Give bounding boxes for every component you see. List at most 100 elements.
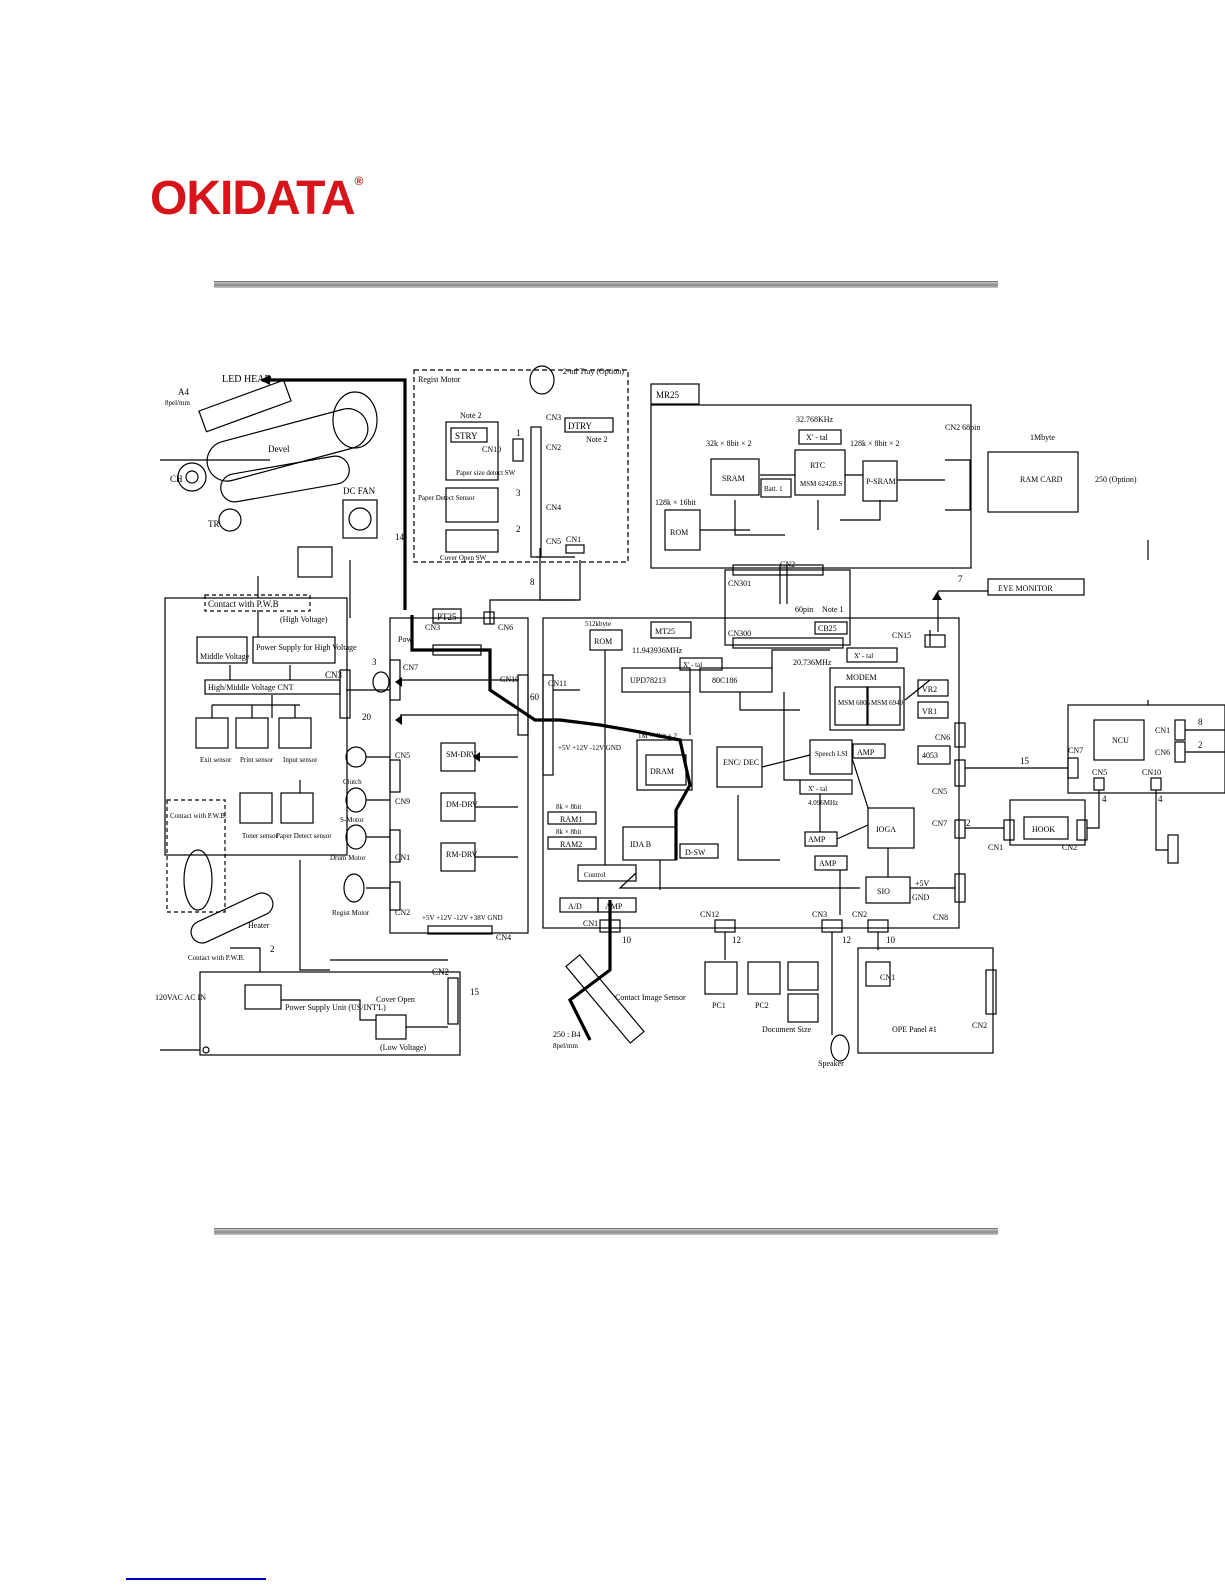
encdec-box [716,746,763,788]
note2b-label: Note 2 [586,435,608,444]
left-frame [164,597,348,856]
wire-2-mt25: 2 [966,818,971,828]
ram1-box [547,811,597,825]
xtal1-label: X' - tal [683,661,702,669]
cn2-68pin-label: CN2 68pin [945,423,980,432]
cn300-label: CN300 [728,629,751,638]
psu-label: Power Supply Unit (US/INT'L) [285,1003,386,1012]
devel-label: Devel [268,444,290,454]
registered-mark: ® [354,174,364,188]
input-sensor-label: Input sensor [283,756,318,764]
amp3-label: AMP [808,835,826,844]
xtal3-label: X' - tal [808,785,827,793]
p5v-label: +5V [915,879,930,888]
cover-open-label: Cover Open [376,995,415,1004]
msm6949-label: MSM 6949 [871,699,904,707]
sensor-box [297,546,333,578]
led-head-shape [198,379,292,433]
vr2-box [917,679,949,697]
ac-in-label: 120VAC AC IN [155,993,206,1002]
logo-text: OKIDATA [150,172,356,225]
dc-fan-label: DC FAN [343,486,376,496]
hv-power-box [252,636,336,664]
ad-label: A/D [568,902,582,911]
tray2-label: 2-nd Tray (Option) [563,367,624,376]
cn5-ncu-label: CN5 [1092,768,1107,777]
toner-sensor-label: Toner sensor [242,832,279,840]
ram2-label: RAM2 [560,840,582,849]
xtal2-label: X' - tal [854,652,873,660]
eye-monitor-label: EYE MONITOR [998,584,1053,593]
amp-speech-label: AMP [857,748,875,757]
dm-drv-label: DM-DRV [446,800,478,809]
ram-card-label: RAM CARD [1020,475,1063,484]
cn2-pt25-label: CN2 [395,908,410,917]
freq2-label: 20.736MHz [793,658,832,667]
print-sensor-label: Print sensor [240,756,274,764]
drum-unit [206,408,369,482]
gnd-label: GND [912,893,930,902]
dram-size-label: 1M × 4bit × 2 [638,732,678,740]
regist-motor-tray-label: Regist Motor [418,375,461,384]
block-diagram: LED HEAD A4 8pel/mm Devel CH TR DC FAN 1… [155,365,1225,1068]
vr1-box [917,701,949,719]
cn1-hook-label: CN1 [988,843,1003,852]
encdec-label: ENC/ DEC [723,758,759,767]
middle-voltage-label: Middle Voltage [200,652,250,661]
contact-pwb-box-2 [166,799,226,913]
psu-box [244,984,282,1010]
regist-motor-label: Regist Motor [332,909,370,917]
contact-pwb-2-label: Contact with P.W.B. [170,812,227,820]
cn2-ope-label: CN2 [972,1021,987,1030]
idab-label: IDA B [630,840,651,849]
cn5-pt25-label: CN5 [395,751,410,760]
cn301-label: CN301 [728,579,751,588]
cn10-pt25-label: CN10 [500,675,519,684]
msm-mr25-label: MSM 6242B.S [800,480,843,488]
b4-label: 250 : B4 [553,1030,581,1039]
amp4-label: AMP [819,859,837,868]
cn5-tray-label: CN5 [546,537,561,546]
cn2-psu-label: CN2 [432,967,449,977]
ram1-label: RAM1 [560,815,582,824]
cn9-pt25-label: CN9 [395,797,410,806]
okidata-logo: OKIDATA® [150,172,364,225]
ram-card-option-label: 250 (Option) [1095,475,1137,484]
main-data-bus [410,615,692,860]
cn1-ncu-label: CN1 [1155,726,1170,735]
pow-label: Pow. [398,635,414,644]
cn12-label: CN12 [700,910,719,919]
cb25-label: CB25 [818,624,837,633]
ram2-box [547,836,597,850]
dram-label: DRAM [650,767,674,776]
cn6-ncu-label: CN6 [1155,748,1170,757]
dram-box [636,739,693,791]
ram1-size-label: 8k × 8bit [556,803,581,811]
wire-3-tray: 3 [516,488,521,498]
hook-board [1009,799,1086,846]
wire-2-ncu: 2 [1198,740,1203,750]
freq1-label: 11.943936MHz [632,646,683,655]
heater-label: Heater [248,921,270,930]
batt-label: Batt. 1 [764,485,783,493]
wire-7: 7 [958,574,963,584]
c4053-label: 4053 [922,751,938,760]
stry-label: STRY [455,431,478,441]
hook-label: HOOK [1032,825,1055,834]
cn3-tray-label: CN3 [546,413,561,422]
ioga-box [867,807,915,849]
cn5-mt25-label: CN5 [932,787,947,796]
modem-box [829,667,905,731]
ch-roller [177,462,207,492]
pins-label: 60pin [795,605,813,614]
cn1-mt25-label: CN1 [583,919,598,928]
contact-image-label: Contact Image Sensor [615,993,686,1002]
wire-10a: 10 [622,935,632,945]
sram-box [710,458,760,496]
wire-14: 14 [395,532,405,542]
dsw-label: D-SW [685,848,706,857]
cpu-label: 80C186 [712,676,737,685]
hv-cnt-label: High/Middle Voltage CNT [208,683,294,692]
bottom-link-underline[interactable] [126,1578,266,1580]
cn2-mt25-label: CN2 [852,910,867,919]
